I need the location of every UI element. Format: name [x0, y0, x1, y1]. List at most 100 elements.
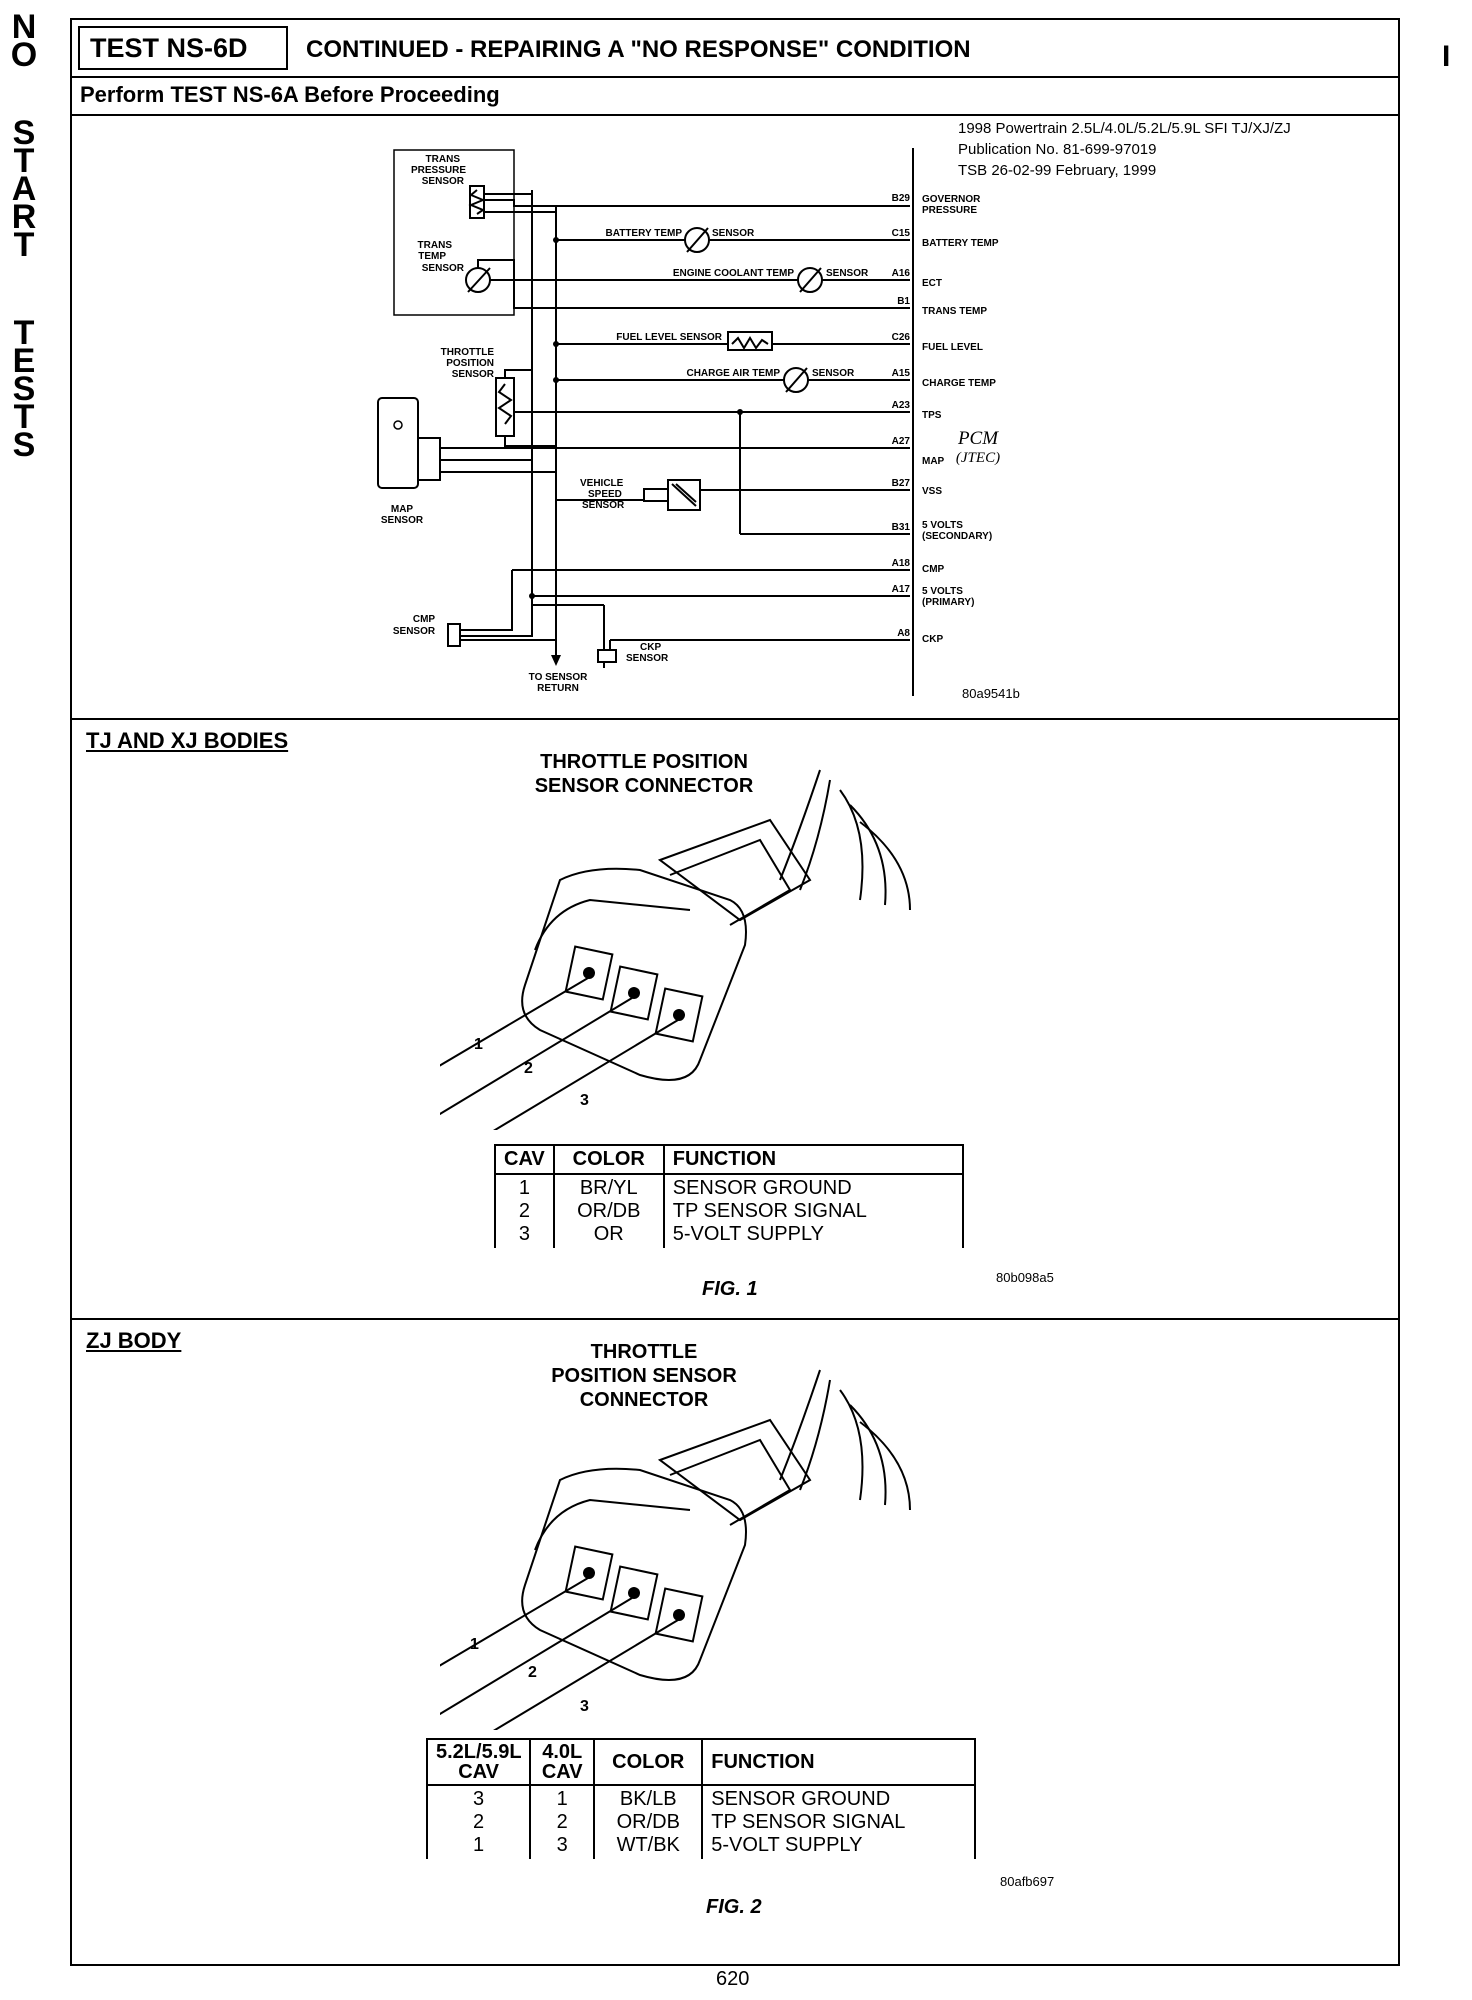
pin-number: A18: [892, 558, 911, 569]
sensor-label: VEHICLE: [580, 478, 624, 489]
cavity-3-icon: [654, 1587, 704, 1643]
wire-tps-feed: [504, 369, 532, 378]
table-cell: SENSOR GROUND TP SENSOR SIGNAL 5-VOLT SU…: [662, 1173, 965, 1248]
table-header: 5.2L/5.9L CAV: [425, 1738, 532, 1786]
side-letter: R: [11, 198, 37, 236]
locking-tab-icon: [657, 1418, 812, 1522]
test-id: TEST NS-6D: [90, 33, 248, 63]
function-value: SENSOR GROUND: [711, 1788, 891, 1810]
side-letter: A: [11, 170, 37, 208]
wire-lead: [779, 1369, 821, 1481]
side-letter: S: [12, 114, 36, 152]
function-value: TP SENSOR SIGNAL: [672, 1200, 867, 1222]
locking-tab-icon: [657, 818, 812, 922]
pin-number: B27: [892, 478, 911, 489]
figure-caption: FIG. 2: [706, 1896, 762, 1918]
table-cell: BR/YL OR/DB OR: [552, 1173, 665, 1248]
side-letter: S: [12, 370, 36, 408]
wire-lead: [849, 1404, 887, 1506]
info-line: TSB 26-02-99 February, 1999: [958, 162, 1157, 179]
pin-function: (PRIMARY): [922, 597, 974, 608]
pin-number: C15: [892, 228, 911, 239]
pinout-table-zj: 5.2L/5.9L CAV 4.0L CAV COLOR FUNCTION 3 …: [425, 1738, 976, 1859]
pin-number: A8: [897, 628, 910, 639]
sensor-label: POSITION: [446, 358, 494, 369]
vss-coil-line: [671, 483, 697, 507]
trans-pressure-sensor-icon: [469, 185, 485, 219]
sensor-label: SPEED: [588, 489, 622, 500]
thermistor-arrow: [467, 267, 491, 293]
table-cell: 1 2 3: [529, 1784, 596, 1859]
cav-value: 1: [473, 1834, 485, 1856]
junction-dot: [737, 409, 743, 415]
function-value: TP SENSOR SIGNAL: [711, 1811, 906, 1833]
figure-code: 80afb697: [1000, 1874, 1055, 1889]
connector-title-line: POSITION SENSOR: [551, 1365, 737, 1387]
wire-cmp-signal: [460, 570, 513, 631]
sensor-label: SENSOR: [452, 369, 495, 380]
terminal-1: [583, 1567, 595, 1579]
table-header: CAV: [494, 1144, 555, 1175]
sensor-label: SENSOR: [422, 176, 465, 187]
housing-edge: [534, 898, 691, 951]
pin-callout-2: 2: [528, 1664, 537, 1681]
margin-mark: I: [1442, 40, 1451, 73]
wire-lead: [839, 1389, 864, 1501]
connector-drawing: [440, 769, 911, 1130]
pin-number: B1: [897, 296, 910, 307]
sensor-label: TRANS: [426, 154, 461, 165]
wire-lead: [859, 821, 911, 911]
section-divider: [70, 1318, 1400, 1320]
function-value: 5-VOLT SUPPLY: [672, 1223, 824, 1245]
publication-info: 1998 Powertrain 2.5L/4.0L/5.2L/5.9L SFI …: [958, 118, 1291, 181]
resistor-zigzag: [497, 383, 513, 425]
page-number: 620: [716, 1968, 750, 1990]
pin-number: B31: [892, 522, 911, 533]
pin-callout-1: 1: [474, 1036, 483, 1053]
wire-lead: [839, 789, 864, 901]
pcm-pin-labels: B29 GOVERNOR PRESSURE C15 BATTERY TEMP A…: [892, 193, 999, 645]
ckp-sensor-icon: [597, 649, 617, 663]
cavity-2-icon: [609, 965, 659, 1021]
sensor-label: RETURN: [537, 683, 579, 694]
side-letter: N: [11, 8, 37, 46]
connector-title-line: CONNECTOR: [579, 1389, 709, 1411]
schematic-labels: TRANS PRESSURE SENSOR TRANS TEMP SENSOR …: [381, 154, 869, 694]
pin-number: B29: [892, 193, 911, 204]
pin-function: BATTERY TEMP: [922, 238, 999, 249]
sensor-label: CKP: [640, 642, 661, 653]
side-letter: S: [12, 426, 36, 464]
cav-value: 2: [473, 1811, 485, 1833]
resistor-zigzag: [731, 336, 769, 350]
side-letter: O: [10, 36, 38, 74]
pin-callout-2: 2: [524, 1060, 533, 1077]
sensor-label: SENSOR: [582, 500, 625, 511]
locking-tab-ridge: [669, 1438, 792, 1526]
sensor-label: PRESSURE: [411, 165, 466, 176]
figure-caption: FIG. 1: [702, 1278, 758, 1300]
diagram-code: 80a9541b: [962, 686, 1020, 700]
side-letter: T: [13, 226, 35, 264]
connector-title: THROTTLE POSITION SENSOR CONNECTOR: [504, 750, 784, 798]
pin-number: A16: [892, 268, 911, 279]
return-arrow-icon: [551, 655, 561, 666]
page-frame: [70, 18, 1400, 1966]
cav-value: 1: [518, 1177, 530, 1199]
wire-lead: [849, 804, 887, 906]
sensor-label: SENSOR: [381, 515, 424, 526]
sensor-label: THROTTLE: [441, 347, 495, 358]
terminal-2: [628, 1587, 640, 1599]
table-row: 3 2 1 1 2 3 BK/LB OR/DB WT/BK SENSOR GRO…: [425, 1784, 976, 1859]
sensor-label: BATTERY TEMP: [606, 228, 683, 239]
wiring-schematic: TRANS PRESSURE SENSOR TRANS TEMP SENSOR …: [377, 148, 1020, 700]
sensor-label: SENSOR: [393, 626, 436, 637]
function-value: SENSOR GROUND: [672, 1177, 852, 1199]
color-value: BR/YL: [579, 1177, 638, 1199]
cavity-2-icon: [609, 1565, 659, 1621]
sensor-label: SENSOR: [812, 368, 855, 379]
pin-function: VSS: [922, 486, 942, 497]
junction-dot: [553, 341, 559, 347]
pin-number: A15: [892, 368, 911, 379]
pin-number: C26: [892, 332, 911, 343]
info-line: Publication No. 81-699-97019: [958, 141, 1157, 158]
